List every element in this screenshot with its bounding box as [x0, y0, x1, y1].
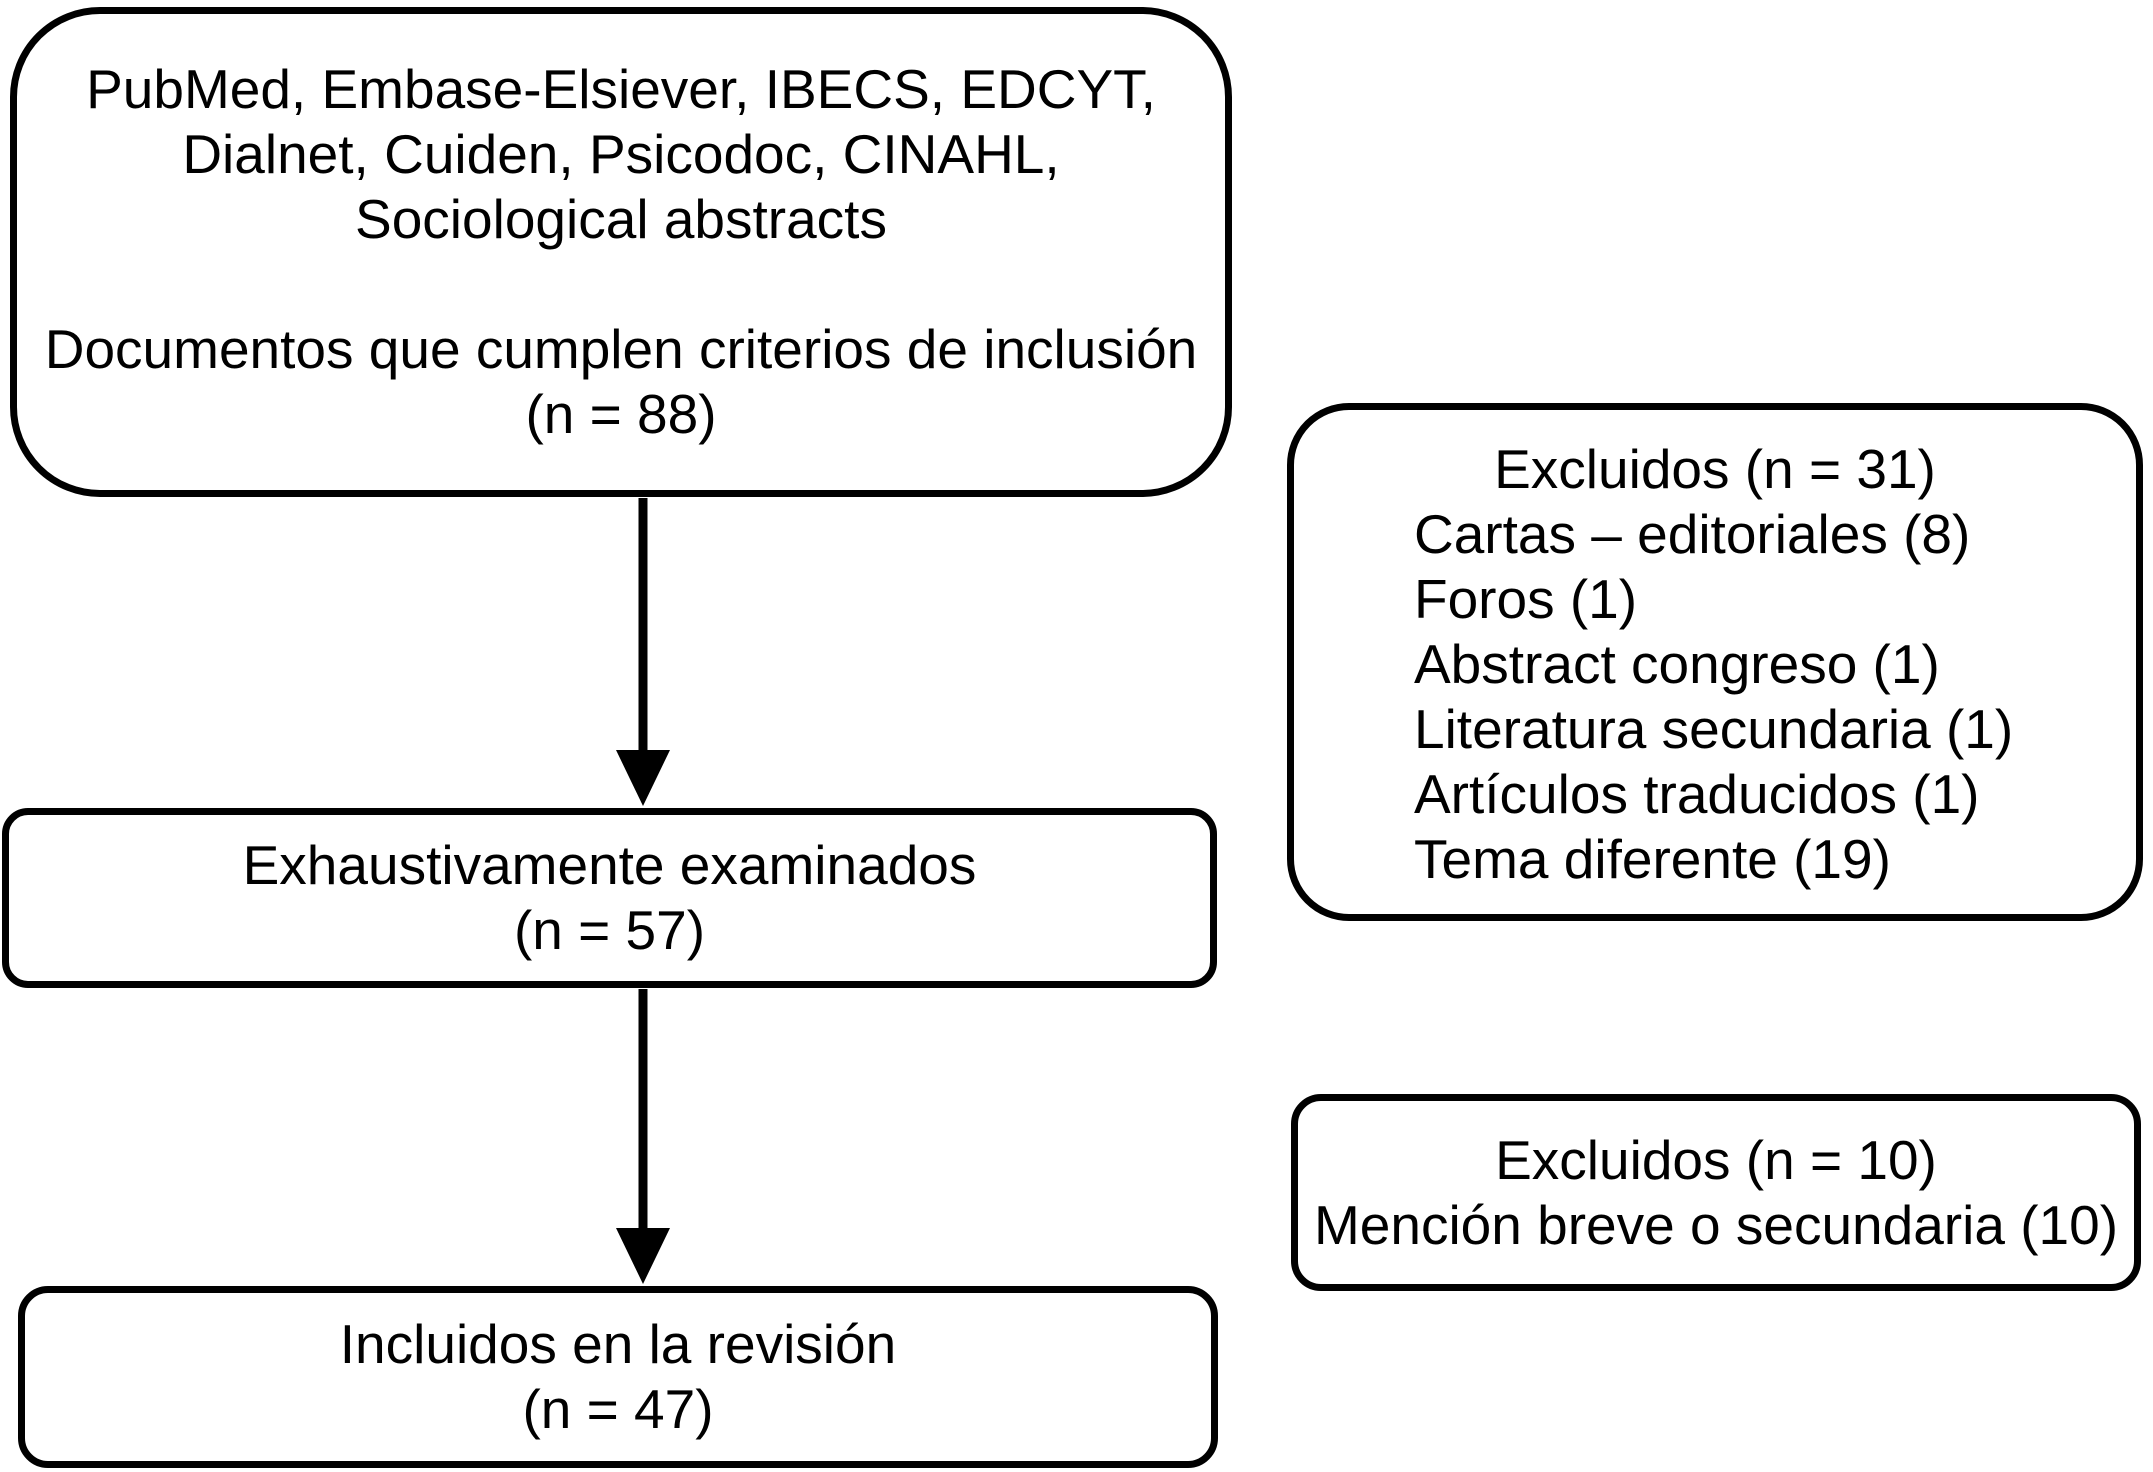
excluded-box-2: Excluidos (n = 10) Mención breve o secun… — [1291, 1094, 2141, 1291]
excluded-1-items: Cartas – editoriales (8) Foros (1) Abstr… — [1294, 502, 2136, 892]
identification-description: Documentos que cumplen criterios de incl… — [44, 318, 1198, 380]
identification-box: PubMed, Embase-Elsiever, IBECS, EDCYT, D… — [10, 7, 1232, 497]
screening-label: Exhaustivamente examinados — [242, 834, 977, 896]
excluded-1-title: Excluidos (n = 31) — [1494, 438, 1936, 500]
excluded-1-item: Artículos traducidos (1) — [1414, 763, 1980, 825]
excluded-1-item: Abstract congreso (1) — [1414, 633, 1940, 695]
arrow-identification-to-screening — [616, 498, 670, 806]
screening-count: (n = 57) — [513, 899, 706, 961]
excluded-1-item: Cartas – editoriales (8) — [1414, 503, 1971, 565]
included-box: Incluidos en la revisión (n = 47) — [18, 1286, 1218, 1468]
excluded-1-item: Literatura secundaria (1) — [1414, 698, 2014, 760]
source-databases-line-2: Dialnet, Cuiden, Psicodoc, CINAHL, — [182, 123, 1060, 185]
excluded-box-1: Excluidos (n = 31) Cartas – editoriales … — [1287, 403, 2143, 921]
included-count: (n = 47) — [522, 1378, 714, 1440]
source-databases-line-1: PubMed, Embase-Elsiever, IBECS, EDCYT, — [86, 58, 1156, 120]
excluded-1-item: Tema diferente (19) — [1414, 828, 1891, 890]
screening-box: Exhaustivamente examinados (n = 57) — [2, 808, 1217, 988]
excluded-2-item: Mención breve o secundaria (10) — [1313, 1193, 2119, 1256]
arrow-screening-to-included — [616, 989, 670, 1284]
included-label: Incluidos en la revisión — [339, 1313, 897, 1375]
excluded-2-title: Excluidos (n = 10) — [1495, 1128, 1937, 1191]
identification-count: (n = 88) — [525, 383, 717, 445]
source-databases-line-3: Sociological abstracts — [355, 188, 887, 250]
excluded-1-item: Foros (1) — [1414, 568, 1638, 630]
